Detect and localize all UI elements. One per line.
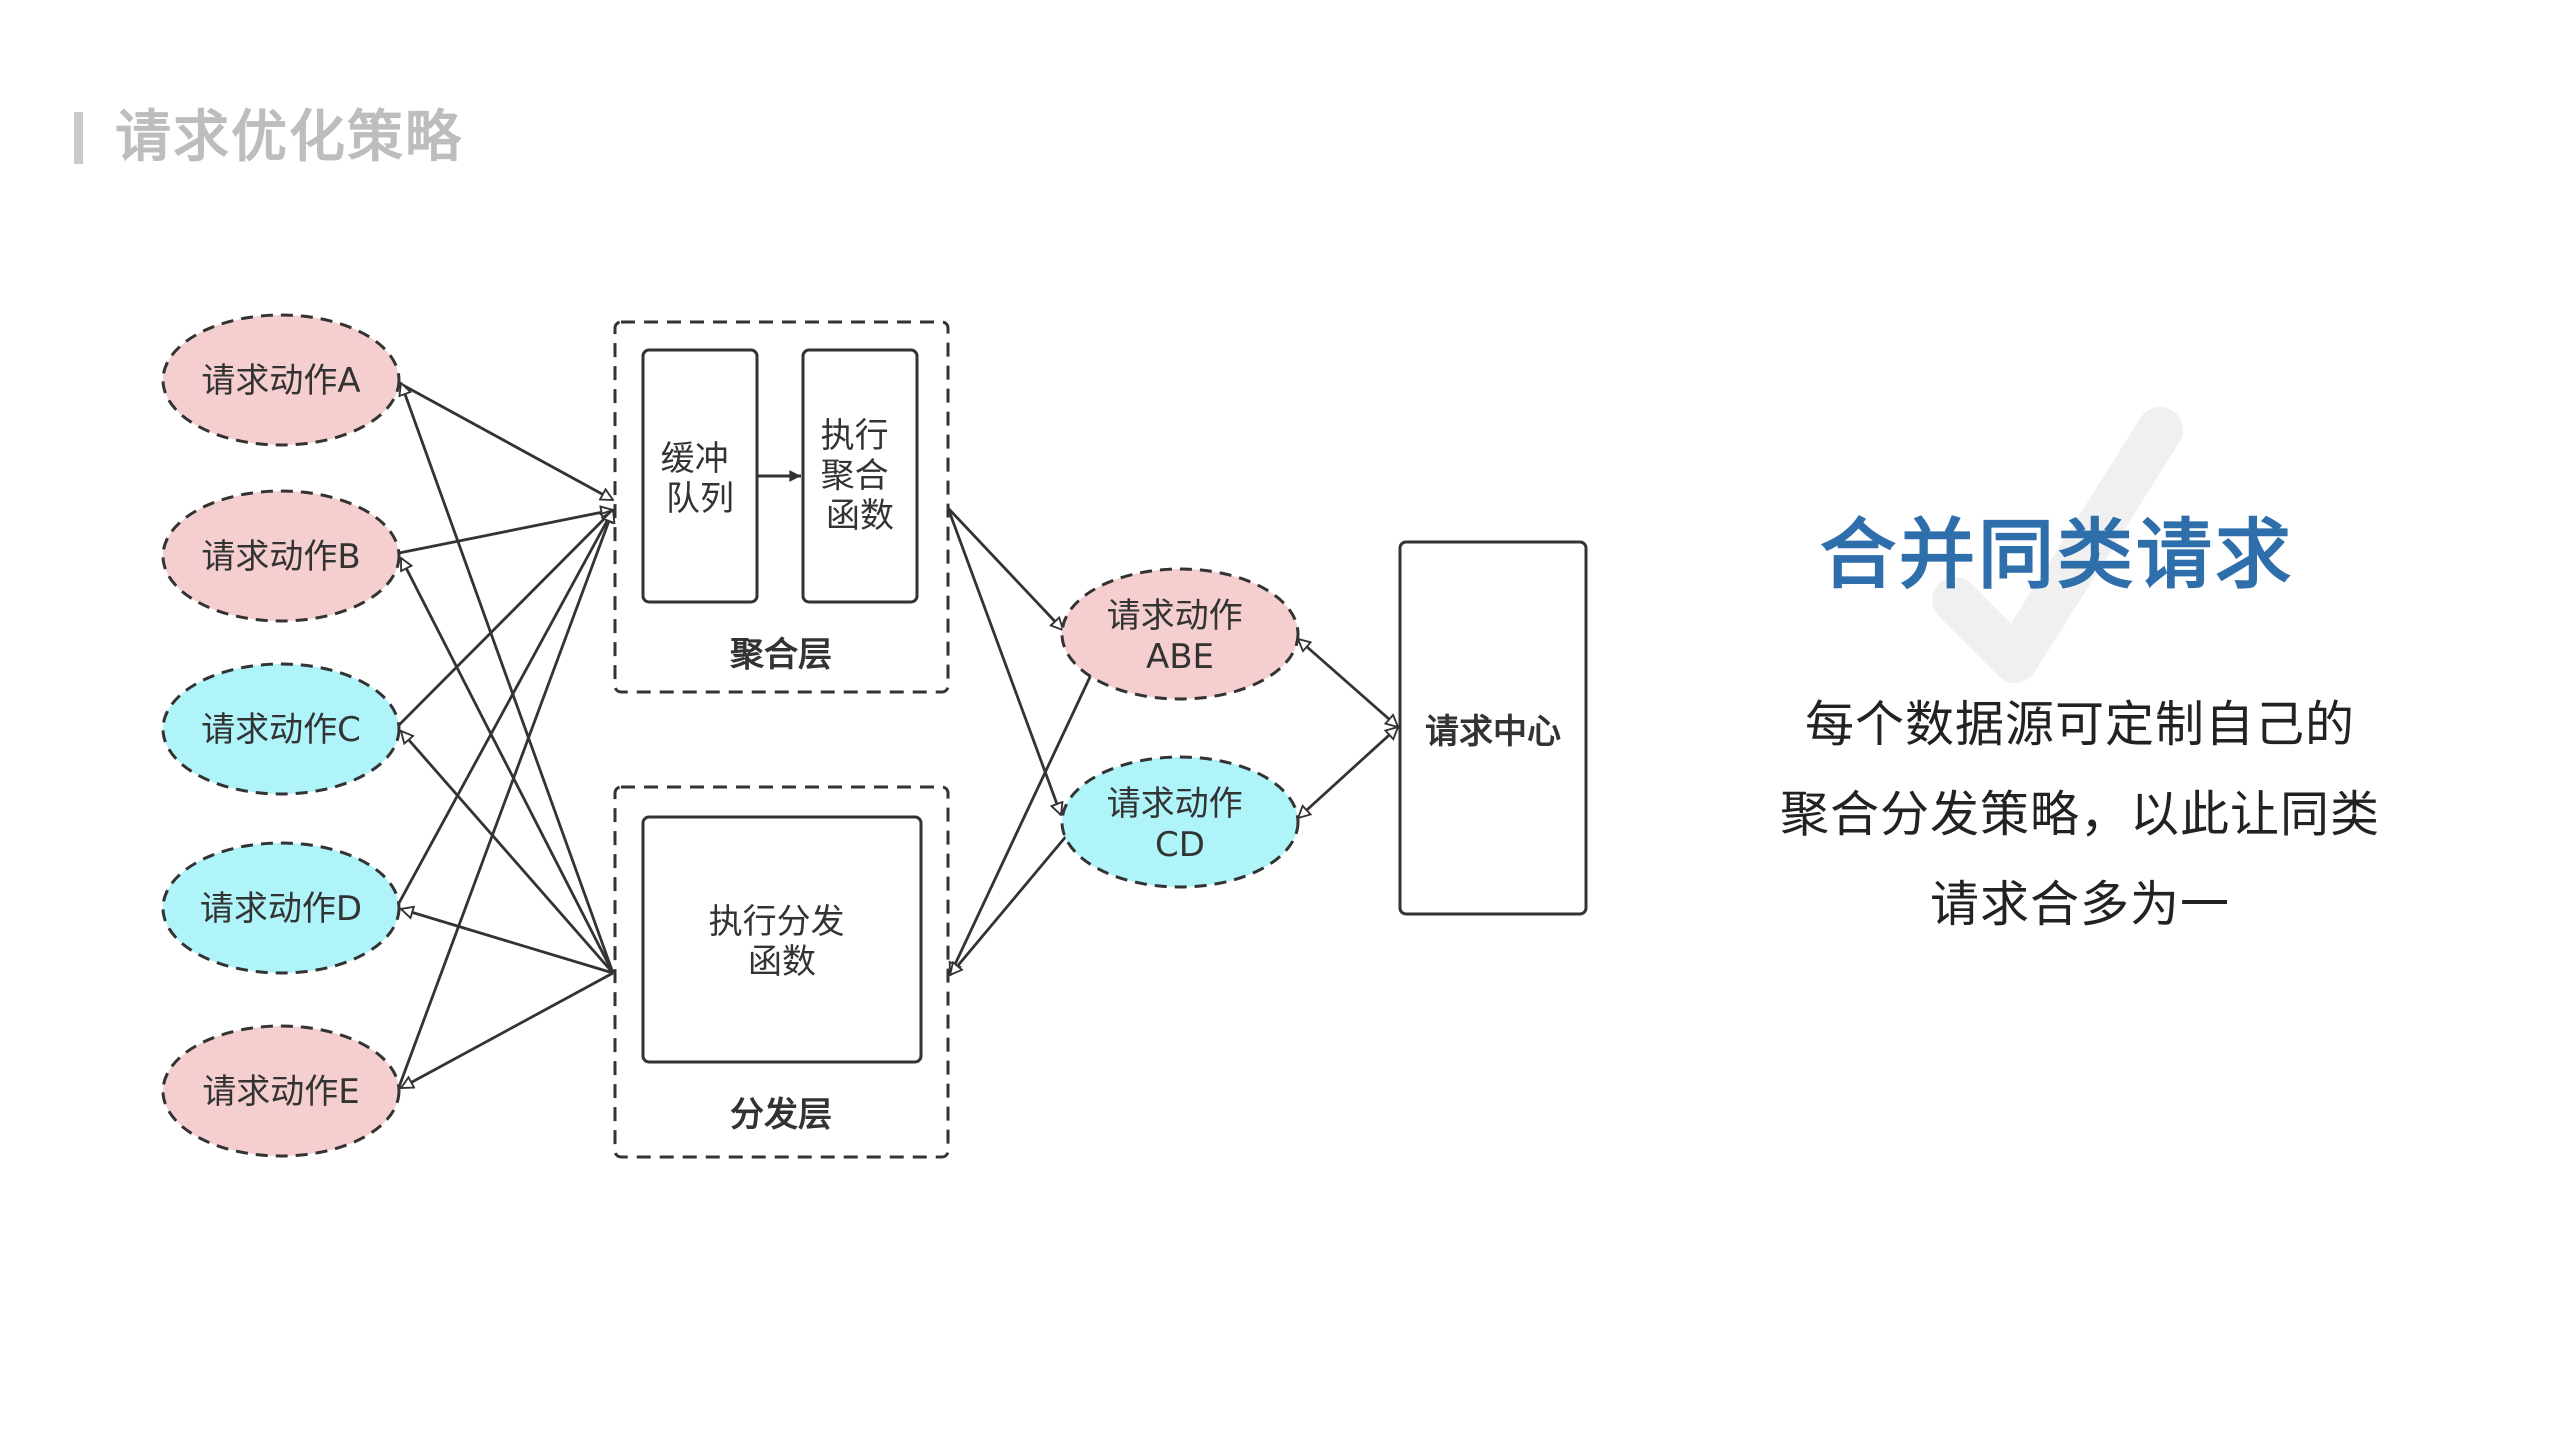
merged-node-abe: 请求动作 ABE: [1060, 567, 1300, 701]
action-node-a: 请求动作A: [161, 313, 401, 447]
dispatch-layer-label: 分发层: [730, 1095, 832, 1135]
description-line-1: 每个数据源可定制自己的: [1804, 696, 2355, 753]
action-ellipse-e: [161, 1024, 401, 1158]
edge-dispatch-to-e: [401, 971, 614, 1090]
edge-cd-to-dispatch: [950, 821, 1080, 975]
merged-node-cd: 请求动作 CD: [1060, 755, 1300, 889]
action-label-c: 请求动作C: [201, 710, 361, 750]
edge-aggregate-to-cd: [946, 507, 1061, 815]
description-line-2: 聚合分发策略，以此让同类: [1779, 786, 2380, 843]
action-label-a: 请求动作A: [201, 361, 360, 401]
action-ellipse-d: [161, 841, 401, 975]
edge-e-to-aggregate: [397, 510, 613, 1088]
svg-text:缓冲 队列: 缓冲 队列: [661, 439, 740, 519]
edge-cd-center: [1298, 727, 1398, 818]
dispatch-layer: 执行分发 函数 分发层: [613, 785, 950, 1159]
merged-label-cd-2: CD: [1155, 825, 1205, 865]
title-accent-bar: [74, 112, 83, 164]
action-label-e: 请求动作E: [202, 1072, 359, 1112]
action-node-b: 请求动作B: [161, 489, 401, 623]
action-label-b: 请求动作B: [201, 537, 360, 577]
merged-ellipse-cd: [1060, 755, 1300, 889]
action-node-e: 请求动作E: [161, 1024, 401, 1158]
buffer-queue-line-2: 队列: [666, 479, 734, 519]
edge-a-to-aggregate: [398, 381, 613, 502]
svg-text:请求动作 ABE: 请求动作 ABE: [1107, 596, 1254, 677]
request-center: 请求中心: [1398, 540, 1588, 916]
exec-dispatch-line-2: 函数: [748, 942, 816, 982]
description-line-3: 请求合多为一: [1929, 876, 2230, 933]
action-ellipse-c: [161, 662, 401, 796]
dispatch-layer-box: [613, 785, 950, 1159]
edge-dispatch-to-c: [401, 731, 615, 974]
action-node-d: 请求动作D: [161, 841, 401, 975]
merged-ellipse-abe: [1060, 567, 1300, 701]
merged-label-abe-2: ABE: [1146, 637, 1214, 677]
request-center-box: [1398, 540, 1588, 916]
aggregate-layer-label: 聚合层: [729, 635, 832, 675]
action-ellipse-a: [161, 313, 401, 447]
edge-b-to-aggregate: [398, 510, 613, 555]
edges: [397, 381, 1398, 1090]
edge-dispatch-to-d: [401, 909, 614, 975]
headline: 合并同类请求: [1820, 510, 2294, 599]
edge-dispatch-to-b: [399, 558, 615, 974]
svg-text:请求动作 CD: 请求动作 CD: [1107, 784, 1254, 865]
buffer-queue-line-1: 缓冲: [661, 439, 729, 479]
edge-abe-center: [1298, 639, 1398, 727]
exec-aggregate-line-2: 聚合: [821, 456, 889, 496]
exec-dispatch-line-1: 执行分发: [709, 902, 845, 942]
edge-abe-to-dispatch: [950, 661, 1099, 975]
svg-text:执行分发 函数: 执行分发 函数: [709, 902, 856, 982]
edge-aggregate-to-abe: [946, 507, 1063, 630]
aggregate-layer-box: [613, 320, 950, 694]
edge-c-to-aggregate: [398, 510, 613, 726]
merged-label-cd-1: 请求动作: [1107, 784, 1243, 824]
aggregate-layer: 缓冲 队列 执行 聚合 函数 聚合层: [613, 320, 950, 694]
description: 每个数据源可定制自己的 聚合分发策略，以此让同类 请求合多为一: [1730, 680, 2430, 950]
action-ellipse-b: [161, 489, 401, 623]
edge-dispatch-to-a: [401, 383, 615, 974]
request-actions: 请求动作A 请求动作B 请求动作C 请求动作D 请求动作E: [161, 313, 401, 1158]
checkmark-watermark-icon: [1932, 407, 2183, 683]
action-node-c: 请求动作C: [161, 662, 401, 796]
merged-actions: 请求动作 ABE 请求动作 CD: [1060, 567, 1300, 889]
edge-d-to-aggregate: [397, 510, 615, 904]
exec-dispatch-box: [641, 815, 923, 1064]
exec-aggregate-line-1: 执行: [821, 416, 889, 456]
exec-aggregate-box: [801, 348, 919, 604]
svg-text:执行 聚合 函数: 执行 聚合 函数: [821, 416, 900, 536]
page-title: 请求优化策略: [115, 105, 463, 170]
request-center-label: 请求中心: [1425, 712, 1561, 752]
exec-aggregate-line-3: 函数: [826, 496, 894, 536]
action-label-d: 请求动作D: [200, 889, 362, 929]
merged-label-abe-1: 请求动作: [1107, 596, 1243, 636]
